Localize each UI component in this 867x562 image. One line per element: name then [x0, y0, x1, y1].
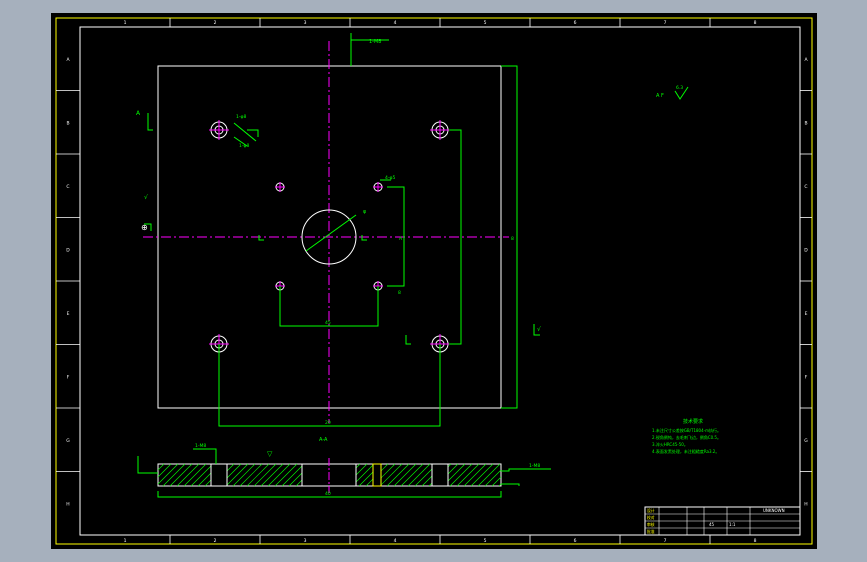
small-hole-1 [275, 182, 285, 192]
material: 45 [709, 522, 715, 527]
zone-row-right-B: B [804, 120, 807, 126]
zone-row-right-C: C [804, 184, 807, 190]
roughness-symbol: A F 6.3 [656, 85, 689, 100]
center-bore-dim-line [305, 214, 357, 252]
section-title: A-A [319, 437, 328, 443]
zone-row-right-A: A [804, 57, 808, 63]
zone-row-right-G: G [804, 438, 808, 444]
section-small-hole [372, 463, 382, 487]
section-dim-width: 40 [325, 491, 331, 497]
section-leaders [137, 448, 551, 498]
plan-dimensions [144, 33, 540, 427]
zone-row-right-F: F [805, 374, 808, 380]
datum-mark: ⊕ [141, 223, 148, 232]
zone-col-5: 5 [484, 20, 487, 26]
top-leader-label: 1-M8 [369, 39, 381, 45]
title-row-3: 审核 [647, 522, 655, 527]
small-hole-label: 4-φ5 [385, 175, 395, 181]
zone-row-A: A [66, 57, 70, 63]
part-name: UNKNOWN [763, 508, 785, 513]
zone-col-2: 2 [214, 20, 217, 26]
zone-col-bottom-3: 3 [304, 538, 307, 544]
section-leader-right: 1-M8 [529, 463, 540, 469]
inner-frame [79, 26, 801, 536]
title-block: 设计 校对 审核 批准 UNKNOWN 1:1 45 [644, 506, 801, 536]
zone-row-D: D [66, 247, 70, 253]
tech-notes: 技术要求 1.未注尺寸公差按GB/T1804-m执行。 2.锐角倒钝，去毛刺飞边… [652, 418, 721, 454]
zone-col-1: 1 [124, 20, 127, 26]
section-finish-symbol: ▽ [267, 450, 273, 458]
corner-hole-tr [430, 120, 450, 140]
zone-row-B: B [66, 120, 69, 126]
datum-left: A [399, 236, 403, 242]
section-view: A-A ▽ 1-M8 1-M8 40 [137, 437, 551, 498]
zone-row-right-H: H [804, 501, 807, 507]
plan-view: φ [136, 33, 541, 427]
title-row-1: 设计 [647, 508, 655, 513]
zone-row-F: F [67, 374, 70, 380]
zone-row-H: H [66, 501, 69, 507]
section-hole-left [210, 463, 228, 487]
zone-row-G: G [66, 438, 70, 444]
title-row-4: 批准 [647, 529, 655, 534]
surface-finish-right: √ [537, 326, 541, 333]
zone-col-6: 6 [574, 20, 577, 26]
title-row-2: 校对 [647, 515, 655, 520]
hole-label-2: 1-φ8 [239, 143, 249, 149]
zone-col-3: 3 [304, 20, 307, 26]
zone-col-7: 7 [664, 20, 667, 26]
scale: 1:1 [729, 522, 736, 527]
zone-col-bottom-7: 7 [664, 538, 667, 544]
zone-col-8: 8 [754, 20, 757, 26]
tech-note-4: 4.表面发黑处理，未注粗糙度Ra3.2。 [652, 448, 719, 454]
zone-col-bottom-8: 8 [754, 538, 757, 544]
zone-col-bottom-6: 6 [574, 538, 577, 544]
zone-col-4: 4 [394, 20, 397, 26]
zone-row-right-E: E [805, 311, 808, 317]
zone-col-bottom-5: 5 [484, 538, 487, 544]
dim-right: 8 [511, 236, 514, 242]
hole-label-1: 1-φ8 [236, 114, 246, 120]
surface-finish-left: √ [144, 194, 148, 201]
zone-row-E: E [67, 311, 70, 317]
small-hole-2 [373, 182, 383, 192]
center-bore-label: φ [363, 209, 367, 215]
center-bore [301, 209, 357, 265]
tech-notes-title: 技术要求 [683, 418, 703, 425]
tech-note-2: 2.锐角倒钝，去毛刺飞边，倒角C0.5。 [652, 434, 721, 440]
section-marker-left: A [136, 110, 141, 117]
section-leader-left: 1-M8 [195, 443, 206, 449]
dim-spacing: 45 [325, 320, 331, 326]
zone-col-bottom-4: 4 [394, 538, 397, 544]
roughness-check-icon [674, 86, 689, 100]
zone-col-bottom-2: 2 [214, 538, 217, 544]
corner-hole-tl [209, 120, 229, 140]
zone-row-C: C [66, 184, 69, 190]
dim-side: 8 [398, 290, 401, 296]
zone-col-bottom-1: 1 [124, 538, 127, 544]
tech-note-3: 3.淬火HRC45-50。 [652, 441, 688, 447]
zone-ticks [56, 18, 812, 544]
tech-note-1: 1.未注尺寸公差按GB/T1804-m执行。 [652, 427, 721, 433]
roughness-value: 6.3 [676, 85, 683, 91]
dim-bottom: 20 [325, 420, 331, 426]
roughness-label: A F [656, 93, 664, 99]
section-hole-right [431, 463, 449, 487]
zone-row-right-D: D [804, 247, 808, 253]
